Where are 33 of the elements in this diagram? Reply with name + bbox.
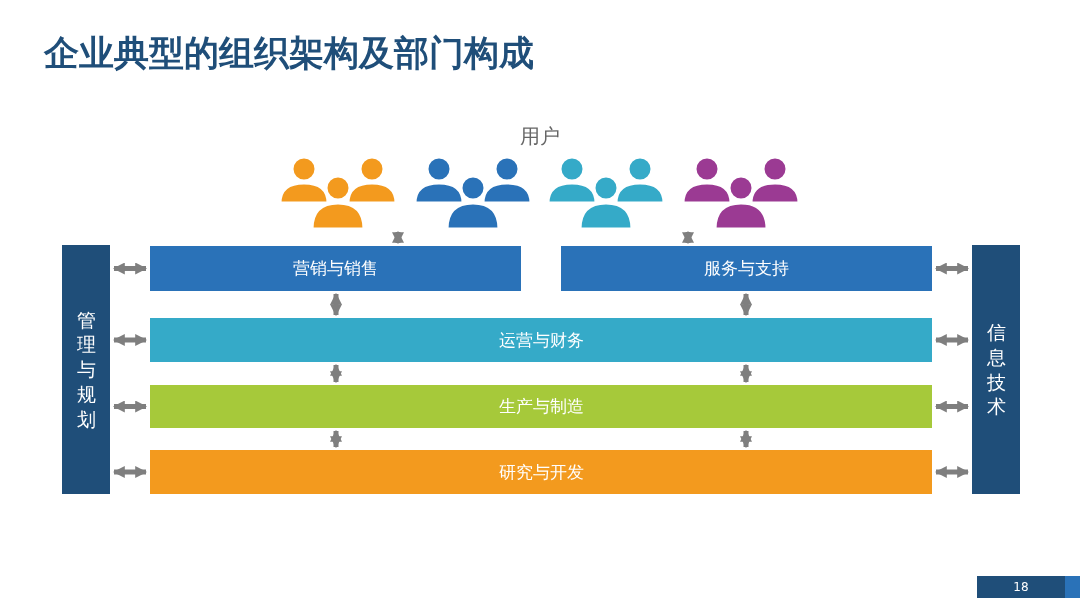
side-panel — [972, 245, 1020, 494]
double-arrow — [682, 230, 694, 245]
double-arrow — [112, 466, 148, 478]
double-arrow — [934, 466, 970, 478]
double-arrow — [934, 334, 970, 346]
double-arrow — [740, 363, 752, 384]
double-arrow — [934, 262, 970, 275]
department-bar — [150, 385, 932, 428]
double-arrow — [330, 429, 342, 449]
bar-label: 生产与制造 — [498, 395, 584, 418]
double-arrow — [112, 400, 148, 413]
double-arrow — [740, 292, 752, 317]
double-arrow — [934, 400, 970, 413]
user-label: 用户 — [520, 122, 560, 150]
side-panel — [62, 245, 110, 494]
double-arrow — [740, 429, 752, 449]
double-arrow — [392, 230, 404, 245]
department-bar — [561, 246, 932, 291]
title: 企业典型的组织架构及部门构成 — [44, 32, 534, 75]
double-arrow — [112, 334, 148, 346]
department-bar — [150, 450, 932, 494]
bar-label: 研究与开发 — [498, 460, 584, 484]
bar-label: 运营与财务 — [498, 328, 584, 352]
double-arrow — [330, 363, 342, 384]
double-arrow — [112, 262, 148, 275]
panel-label: 管理与规划 — [76, 307, 96, 432]
department-bar — [150, 246, 521, 291]
double-arrow — [330, 292, 342, 317]
page-number: 18 — [977, 576, 1080, 598]
panel-label: 信息技术 — [986, 320, 1006, 419]
bar-label: 服务与支持 — [704, 257, 789, 280]
bar-label: 营销与销售 — [293, 257, 378, 280]
department-bar — [150, 318, 932, 362]
